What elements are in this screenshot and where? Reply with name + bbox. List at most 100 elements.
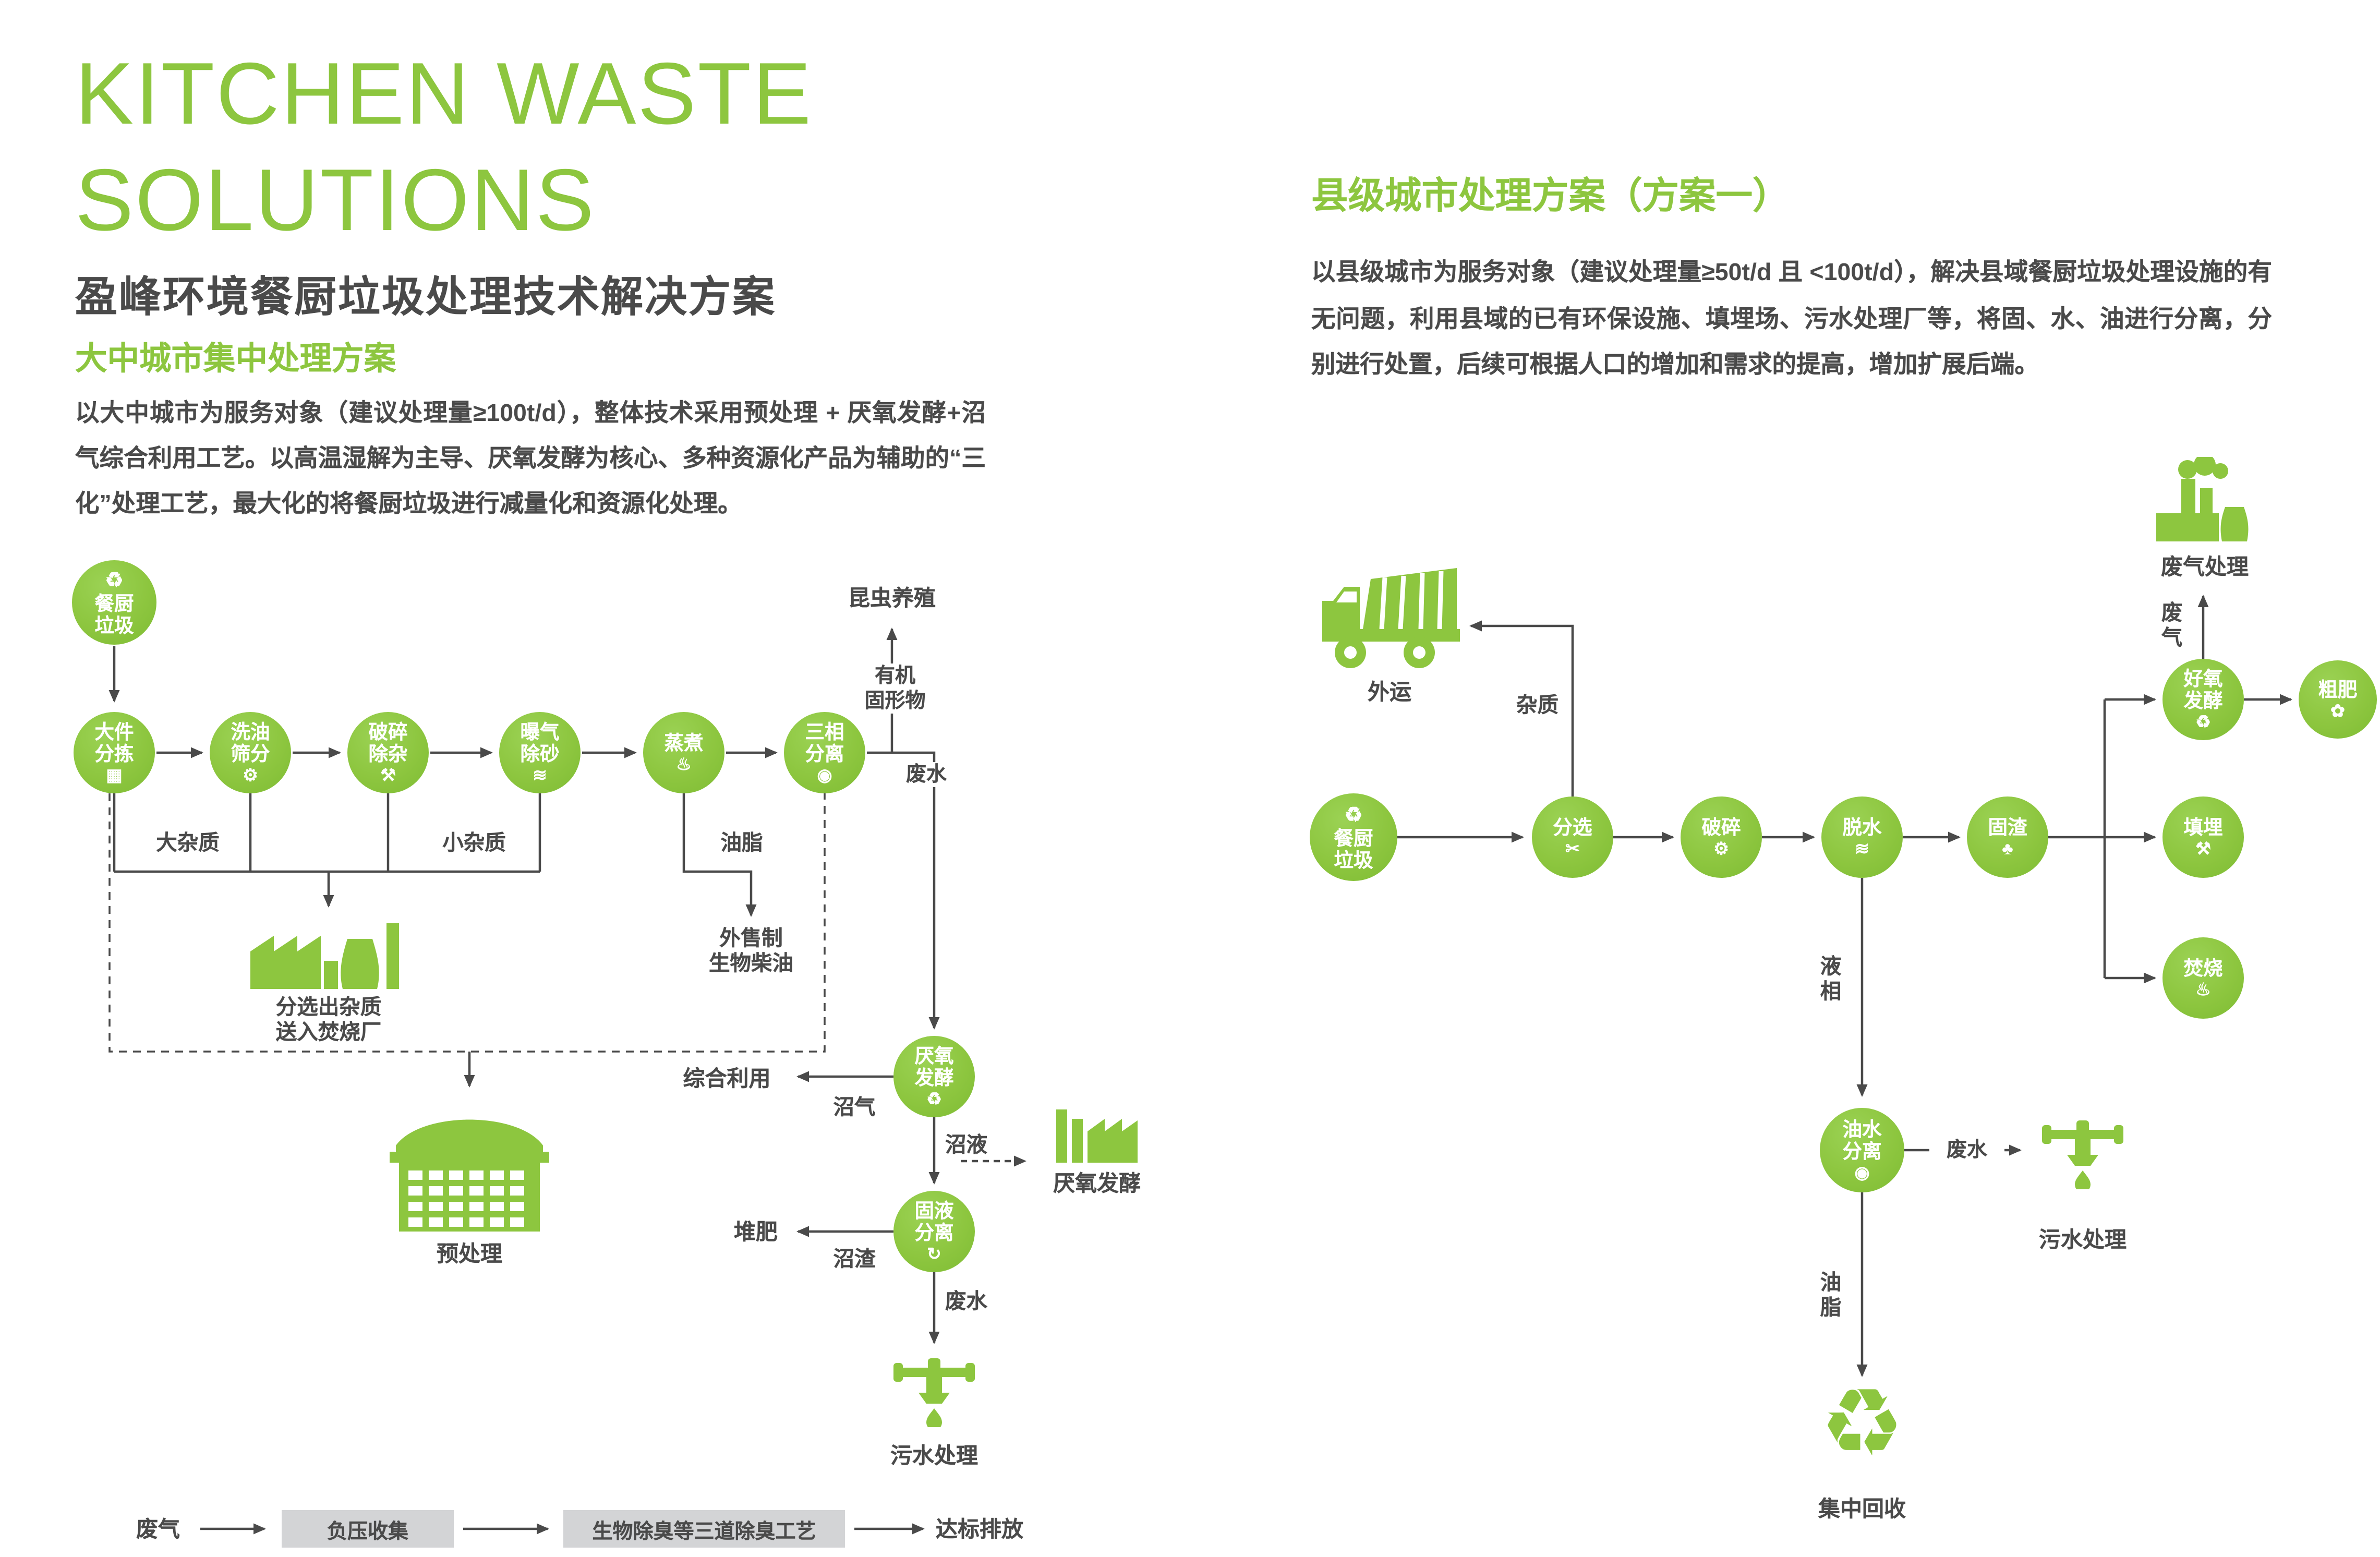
tree-icon: ♣: [2002, 839, 2013, 859]
node-label: 分选: [1553, 816, 1592, 838]
page-title-line2: SOLUTIONS: [75, 150, 596, 249]
node-solid-residue: 固渣 ♣: [1967, 796, 2048, 878]
node-oil-water-separation: 油水 分离 ◉: [1820, 1108, 1904, 1192]
right-section-title: 县级城市处理方案（方案一）: [1311, 175, 1790, 216]
label-liquid-phase: 液 相: [1820, 955, 1842, 1003]
page-title-line1: KITCHEN WASTE: [75, 44, 813, 142]
label-gas-treatment: 废气处理: [2161, 554, 2249, 579]
label-impurities: 杂质: [1516, 693, 1559, 717]
node-label: 固液 分离: [914, 1199, 954, 1244]
shovel-icon: ⚒: [2195, 839, 2211, 859]
label-biogas-slurry: 沼液: [945, 1133, 987, 1156]
recycle-icon: ♻: [926, 1090, 942, 1109]
label-sewage-treatment-right: 污水处理: [2039, 1227, 2127, 1252]
label-insect-breeding: 昆虫养殖: [848, 585, 936, 610]
factory-icon: [246, 914, 412, 992]
node-oil-washing: 洗油 筛分 ⚙: [210, 712, 291, 793]
left-section-title: 大中城市集中处理方案: [75, 341, 396, 377]
label-central-recycle: 集中回收: [1818, 1496, 1906, 1521]
label-oil-vertical: 油 脂: [1820, 1271, 1842, 1319]
drop-icon: ◉: [817, 766, 832, 785]
bin-icon: ▦: [106, 766, 123, 785]
label-sewage-treatment: 污水处理: [890, 1443, 978, 1468]
label-wastewater-right: 废水: [1929, 1138, 2004, 1163]
negative-pressure-box: 负压收集: [282, 1510, 454, 1548]
label-wastewater-bottom: 废水: [945, 1289, 987, 1313]
page-subtitle: 盈峰环境餐厨垃圾处理技术解决方案: [75, 274, 776, 321]
node-coarse-fertilizer: 粗肥 ✿: [2299, 660, 2377, 739]
gear-icon: ⚙: [243, 766, 258, 785]
label-transport-out: 外运: [1368, 679, 1411, 704]
node-label: 粗肥: [2318, 678, 2358, 701]
node-label: 填埋: [2183, 816, 2223, 838]
label-emission-standard: 达标排放: [936, 1516, 1023, 1541]
node-label: 破碎: [1701, 816, 1741, 838]
label-anaerobic-plant: 厌氧发酵: [1053, 1170, 1141, 1196]
cycle-icon: ↻: [927, 1245, 941, 1264]
label-organic-solids: 有机 固形物: [837, 663, 953, 714]
label-waste-gas: 废气: [136, 1516, 180, 1541]
node-crushing: 破碎 除杂 ⚒: [347, 712, 429, 793]
dump-truck-icon: [1319, 563, 1463, 670]
node-solid-liquid: 固液 分离 ↻: [893, 1191, 975, 1272]
building-icon: [380, 1099, 559, 1233]
gear-icon: ⚙: [1713, 839, 1729, 859]
recycle-icon: ♻: [1344, 802, 1363, 826]
node-label: 餐厨 垃圾: [94, 592, 134, 636]
steam-icon: ♨: [676, 755, 692, 774]
gas-plant-icon: [2153, 457, 2256, 545]
faucet-icon: [890, 1352, 978, 1427]
wave-icon: ≋: [533, 766, 547, 785]
node-kitchen-waste-2: ♻ 餐厨 垃圾: [1310, 793, 1397, 881]
node-label: 曝气 除砂: [520, 720, 560, 765]
label-residue: 沼渣: [833, 1247, 876, 1271]
node-label: 脱水: [1842, 816, 1882, 838]
label-compost: 堆肥: [734, 1219, 778, 1244]
recycle-icon-large: ♻: [1820, 1371, 1904, 1476]
faucet-icon-right: [2039, 1114, 2127, 1189]
scissors-icon: ✂: [1565, 839, 1580, 859]
node-landfill: 填埋 ⚒: [2162, 796, 2244, 878]
node-kitchen-waste: ♻ 餐厨 垃圾: [72, 560, 156, 645]
recycle-icon: ♻: [2195, 713, 2211, 732]
plant-icon: ✿: [2330, 702, 2345, 721]
node-cooking: 蒸煮 ♨: [643, 712, 724, 793]
node-label: 厌氧 发酵: [914, 1044, 954, 1089]
label-biodiesel: 外售制 生物柴油: [709, 926, 793, 975]
label-pretreatment: 预处理: [437, 1241, 502, 1266]
node-anaerobic: 厌氧 发酵 ♻: [893, 1036, 975, 1117]
node-bulk-sorting: 大件 分拣 ▦: [74, 712, 155, 793]
node-label: 破碎 除杂: [368, 720, 408, 765]
right-intro-paragraph: 以县级城市为服务对象（建议处理量≥50t/d 且 <100t/d），解决县域餐厨…: [1311, 260, 2272, 379]
node-label: 好氧 发酵: [2183, 667, 2223, 711]
label-biogas: 沼气: [833, 1095, 876, 1119]
node-dewatering: 脱水 ≋: [1821, 796, 1903, 878]
label-small-impurities: 小杂质: [442, 831, 506, 854]
node-crushing-2: 破碎 ⚙: [1681, 796, 1762, 878]
node-label: 蒸煮: [664, 731, 704, 754]
node-label: 焚烧: [2183, 957, 2223, 979]
label-waste-gas-vertical: 废 气: [2161, 601, 2183, 649]
label-utilization: 综合利用: [683, 1066, 771, 1091]
anaerobic-plant-icon: [1050, 1103, 1144, 1166]
node-incineration: 焚烧 ♨: [2162, 937, 2244, 1019]
node-label: 大件 分拣: [94, 720, 134, 765]
node-label: 三相 分离: [805, 720, 844, 765]
deodorization-box: 生物除臭等三道除臭工艺: [563, 1510, 845, 1548]
left-intro-paragraph: 以大中城市为服务对象（建议处理量≥100t/d），整体技术采用预处理 + 厌氧发…: [75, 401, 986, 518]
node-sorting-2: 分选 ✂: [1532, 796, 1613, 878]
drop-icon: ◉: [1854, 1163, 1870, 1182]
node-aerobic: 好氧 发酵 ♻: [2162, 659, 2244, 740]
label-oil: 油脂: [720, 831, 763, 854]
flame-icon: ♨: [2195, 980, 2211, 999]
label-incinerator-note: 分选出杂质 送入焚烧厂: [275, 995, 382, 1044]
label-wastewater-top: 废水: [895, 762, 958, 787]
recycle-icon: ♻: [105, 567, 124, 591]
label-big-impurities: 大杂质: [156, 831, 220, 854]
node-label: 洗油 筛分: [231, 720, 270, 765]
node-label: 固渣: [1988, 816, 2027, 838]
wave-icon: ≋: [1855, 839, 1869, 859]
node-label: 餐厨 垃圾: [1334, 827, 1373, 871]
